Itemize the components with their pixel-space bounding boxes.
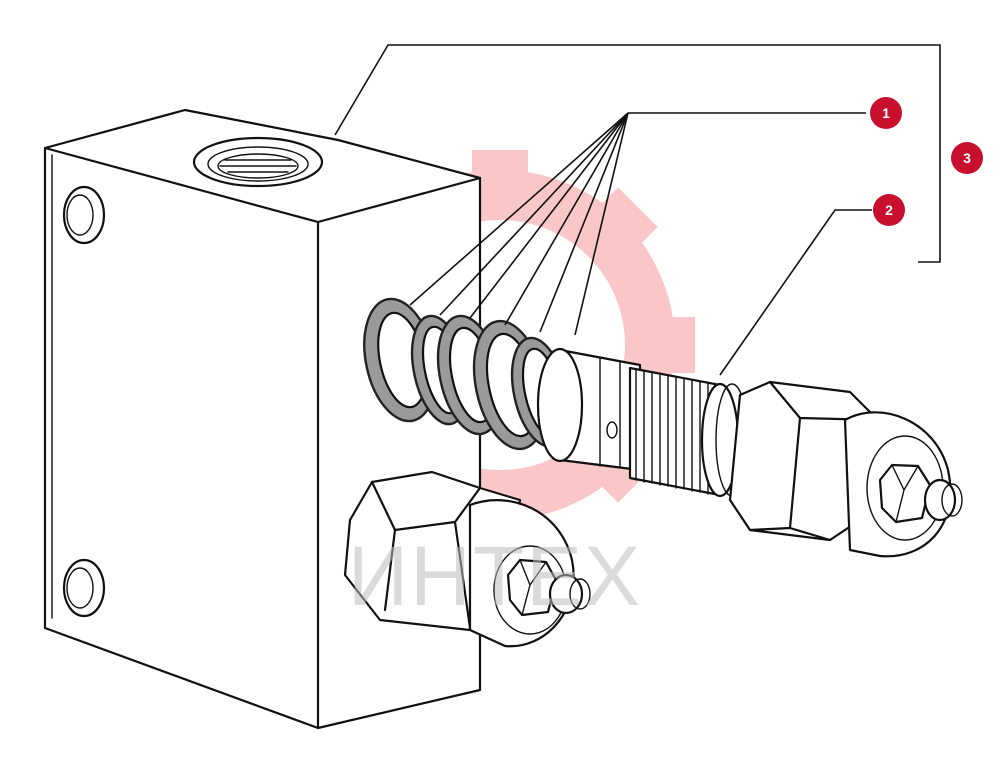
callout-2-marker-icon	[873, 194, 905, 226]
callout-1-marker-icon	[870, 97, 902, 129]
callout-3[interactable]: 3	[951, 142, 983, 174]
callout-2[interactable]: 2	[873, 194, 905, 226]
lower-cartridge-installed	[343, 470, 591, 648]
callout-2-label: 2	[885, 202, 893, 218]
callout-1-label: 1	[882, 105, 890, 121]
leader-lines	[334, 44, 941, 376]
cartridge-valve	[536, 347, 963, 558]
callout-3-marker-icon	[951, 142, 983, 174]
callout-3-label: 3	[963, 150, 971, 166]
watermark-text: ИНТЕХ	[348, 529, 642, 623]
callout-1[interactable]: 1	[870, 97, 902, 129]
